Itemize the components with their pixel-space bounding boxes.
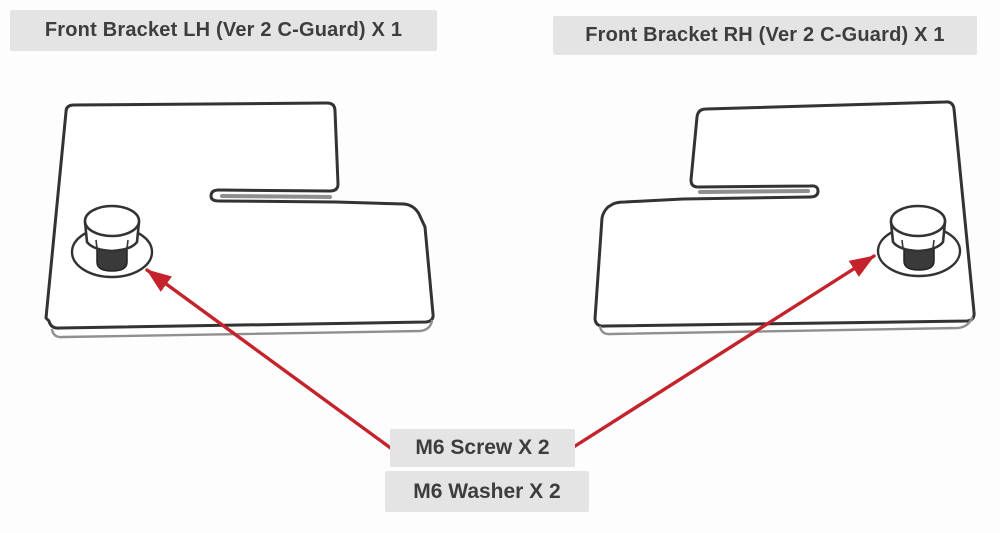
callout-m6-screw-text: M6 Screw X 2 [415, 436, 550, 459]
bracket-rh-outline [593, 100, 976, 328]
label-front-bracket-lh: Front Bracket LH (Ver 2 C-Guard) X 1 [10, 10, 437, 51]
screw-lh-drawing [70, 204, 154, 279]
bracket-lh-thickness-edge [50, 319, 434, 339]
arrow-to-screw-lh [145, 268, 394, 451]
screw-rh-head-top [889, 204, 947, 238]
screw-rh-head-facets [901, 239, 935, 249]
callout-m6-washer: M6 Washer X 2 [385, 471, 589, 512]
label-front-bracket-lh-text: Front Bracket LH (Ver 2 C-Guard) X 1 [44, 19, 403, 41]
label-front-bracket-rh: Front Bracket RH (Ver 2 C-Guard) X 1 [553, 16, 977, 55]
screw-rh-drawing [876, 204, 962, 278]
bracket-rh-thickness-edge [598, 316, 974, 336]
label-front-bracket-rh-text: Front Bracket RH (Ver 2 C-Guard) X 1 [585, 24, 945, 46]
bracket-lh-outline [44, 101, 435, 330]
bracket-lh-slot [220, 194, 332, 199]
callout-m6-screw: M6 Screw X 2 [390, 429, 575, 467]
arrow-to-screw-rh [570, 254, 876, 450]
bracket-rh-slot [698, 189, 810, 194]
screw-lh-head-top [83, 204, 141, 238]
callout-m6-washer-text: M6 Washer X 2 [413, 479, 561, 503]
screw-lh-head-facets [95, 239, 129, 249]
